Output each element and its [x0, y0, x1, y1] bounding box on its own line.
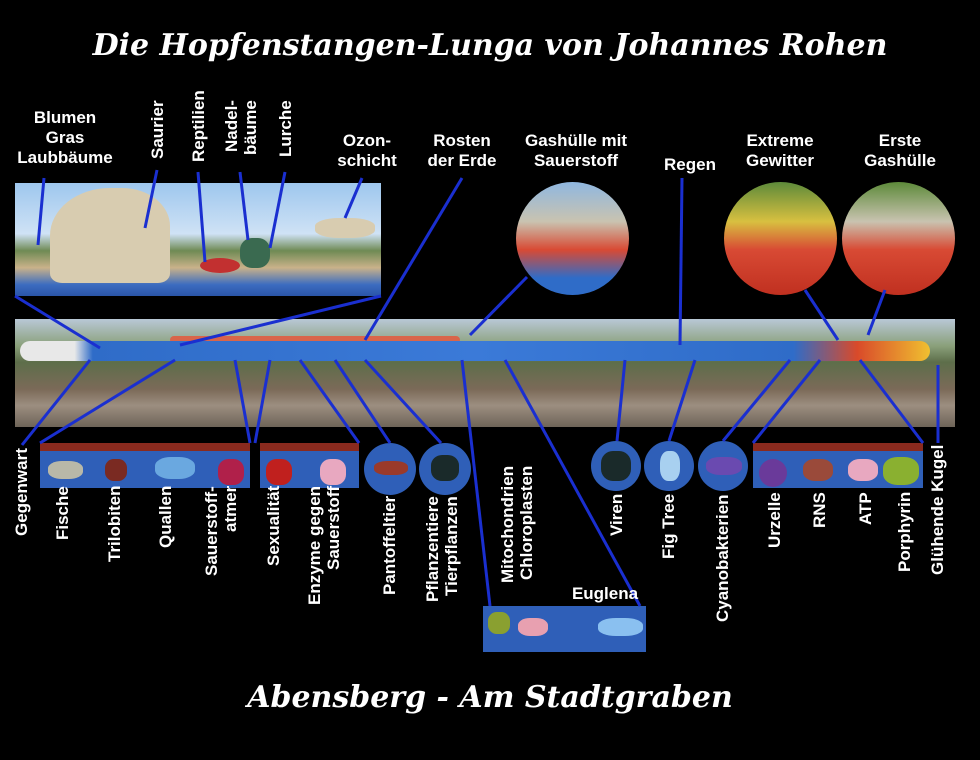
- label-lurche: Lurche: [276, 100, 295, 157]
- label-pantoffeltier: Pantoffeltier: [380, 496, 399, 596]
- label-rosten-der-erde: Rosten der Erde: [427, 131, 497, 170]
- label-fische: Fische: [53, 486, 72, 540]
- detail-viren: [591, 441, 641, 491]
- location-caption: Abensberg - Am Stadtgraben: [247, 680, 733, 715]
- label-quallen: Quallen: [156, 486, 175, 549]
- label-blumen-gras-laubbaeume: Blumen Gras Laubbäume: [17, 108, 113, 167]
- page-title: Die Hopfenstangen-Lunga von Johannes Roh…: [92, 28, 888, 63]
- detail-strip-sexualitaet-enzyme: [260, 443, 359, 488]
- label-porphyrin: Porphyrin: [895, 492, 914, 573]
- label-rns: RNS: [810, 492, 829, 528]
- label-viren: Viren: [607, 494, 626, 537]
- detail-pflanzentiere: [419, 443, 471, 495]
- label-mitochondrien-chloroplasten: Mitochondrien Chloroplasten: [498, 466, 536, 584]
- label-euglena: Euglena: [571, 584, 639, 603]
- detail-gashuelle-sauerstoff: [516, 182, 629, 295]
- label-atp: ATP: [856, 492, 875, 525]
- detail-strip-urzelle-porphyrin: [753, 443, 923, 488]
- label-saurier: Saurier: [148, 100, 167, 159]
- label-cyanobakterien: Cyanobakterien: [713, 494, 732, 622]
- sculpture-photo-top: [15, 183, 381, 296]
- label-sauerstoffatmer: Sauerstoff- atmer: [202, 486, 240, 576]
- label-erste-gashuelle: Erste Gashülle: [864, 131, 936, 170]
- label-trilobiten: Trilobiten: [105, 486, 124, 563]
- label-urzelle: Urzelle: [765, 492, 784, 548]
- label-reptilien: Reptilien: [189, 90, 208, 162]
- detail-strip-mitochondrien-euglena: [483, 606, 646, 652]
- label-gashuelle-mit-sauerstoff: Gashülle mit Sauerstoff: [524, 131, 628, 170]
- label-sexualitaet: Sexualität: [264, 486, 283, 567]
- label-fig-tree: Fig Tree: [659, 494, 678, 560]
- label-enzyme-gegen-sauerstoff: Enzyme gegen Sauerstoff: [305, 486, 343, 606]
- ridge: [170, 336, 460, 344]
- label-extreme-gewitter: Extreme Gewitter: [745, 131, 815, 170]
- detail-strip-fische-sauerstoffatmer: [40, 443, 250, 488]
- hop-pole-sculpture: [20, 341, 930, 361]
- label-regen: Regen: [664, 155, 716, 174]
- label-pflanzentiere-tierpflanzen: Pflanzentiere Tierpflanzen: [423, 496, 461, 602]
- label-gegenwart: Gegenwart: [12, 448, 31, 536]
- detail-pantoffeltier: [364, 443, 416, 495]
- detail-erste-gashuelle: [842, 182, 955, 295]
- label-nadelbaeume: Nadel- bäume: [222, 100, 260, 155]
- label-gluehende-kugel: Glühende Kugel: [928, 445, 947, 576]
- detail-extreme-gewitter: [724, 182, 837, 295]
- label-ozonschicht: Ozon- schicht: [337, 131, 397, 170]
- detail-cyanobakterien: [698, 441, 748, 491]
- detail-fig-tree: [644, 441, 694, 491]
